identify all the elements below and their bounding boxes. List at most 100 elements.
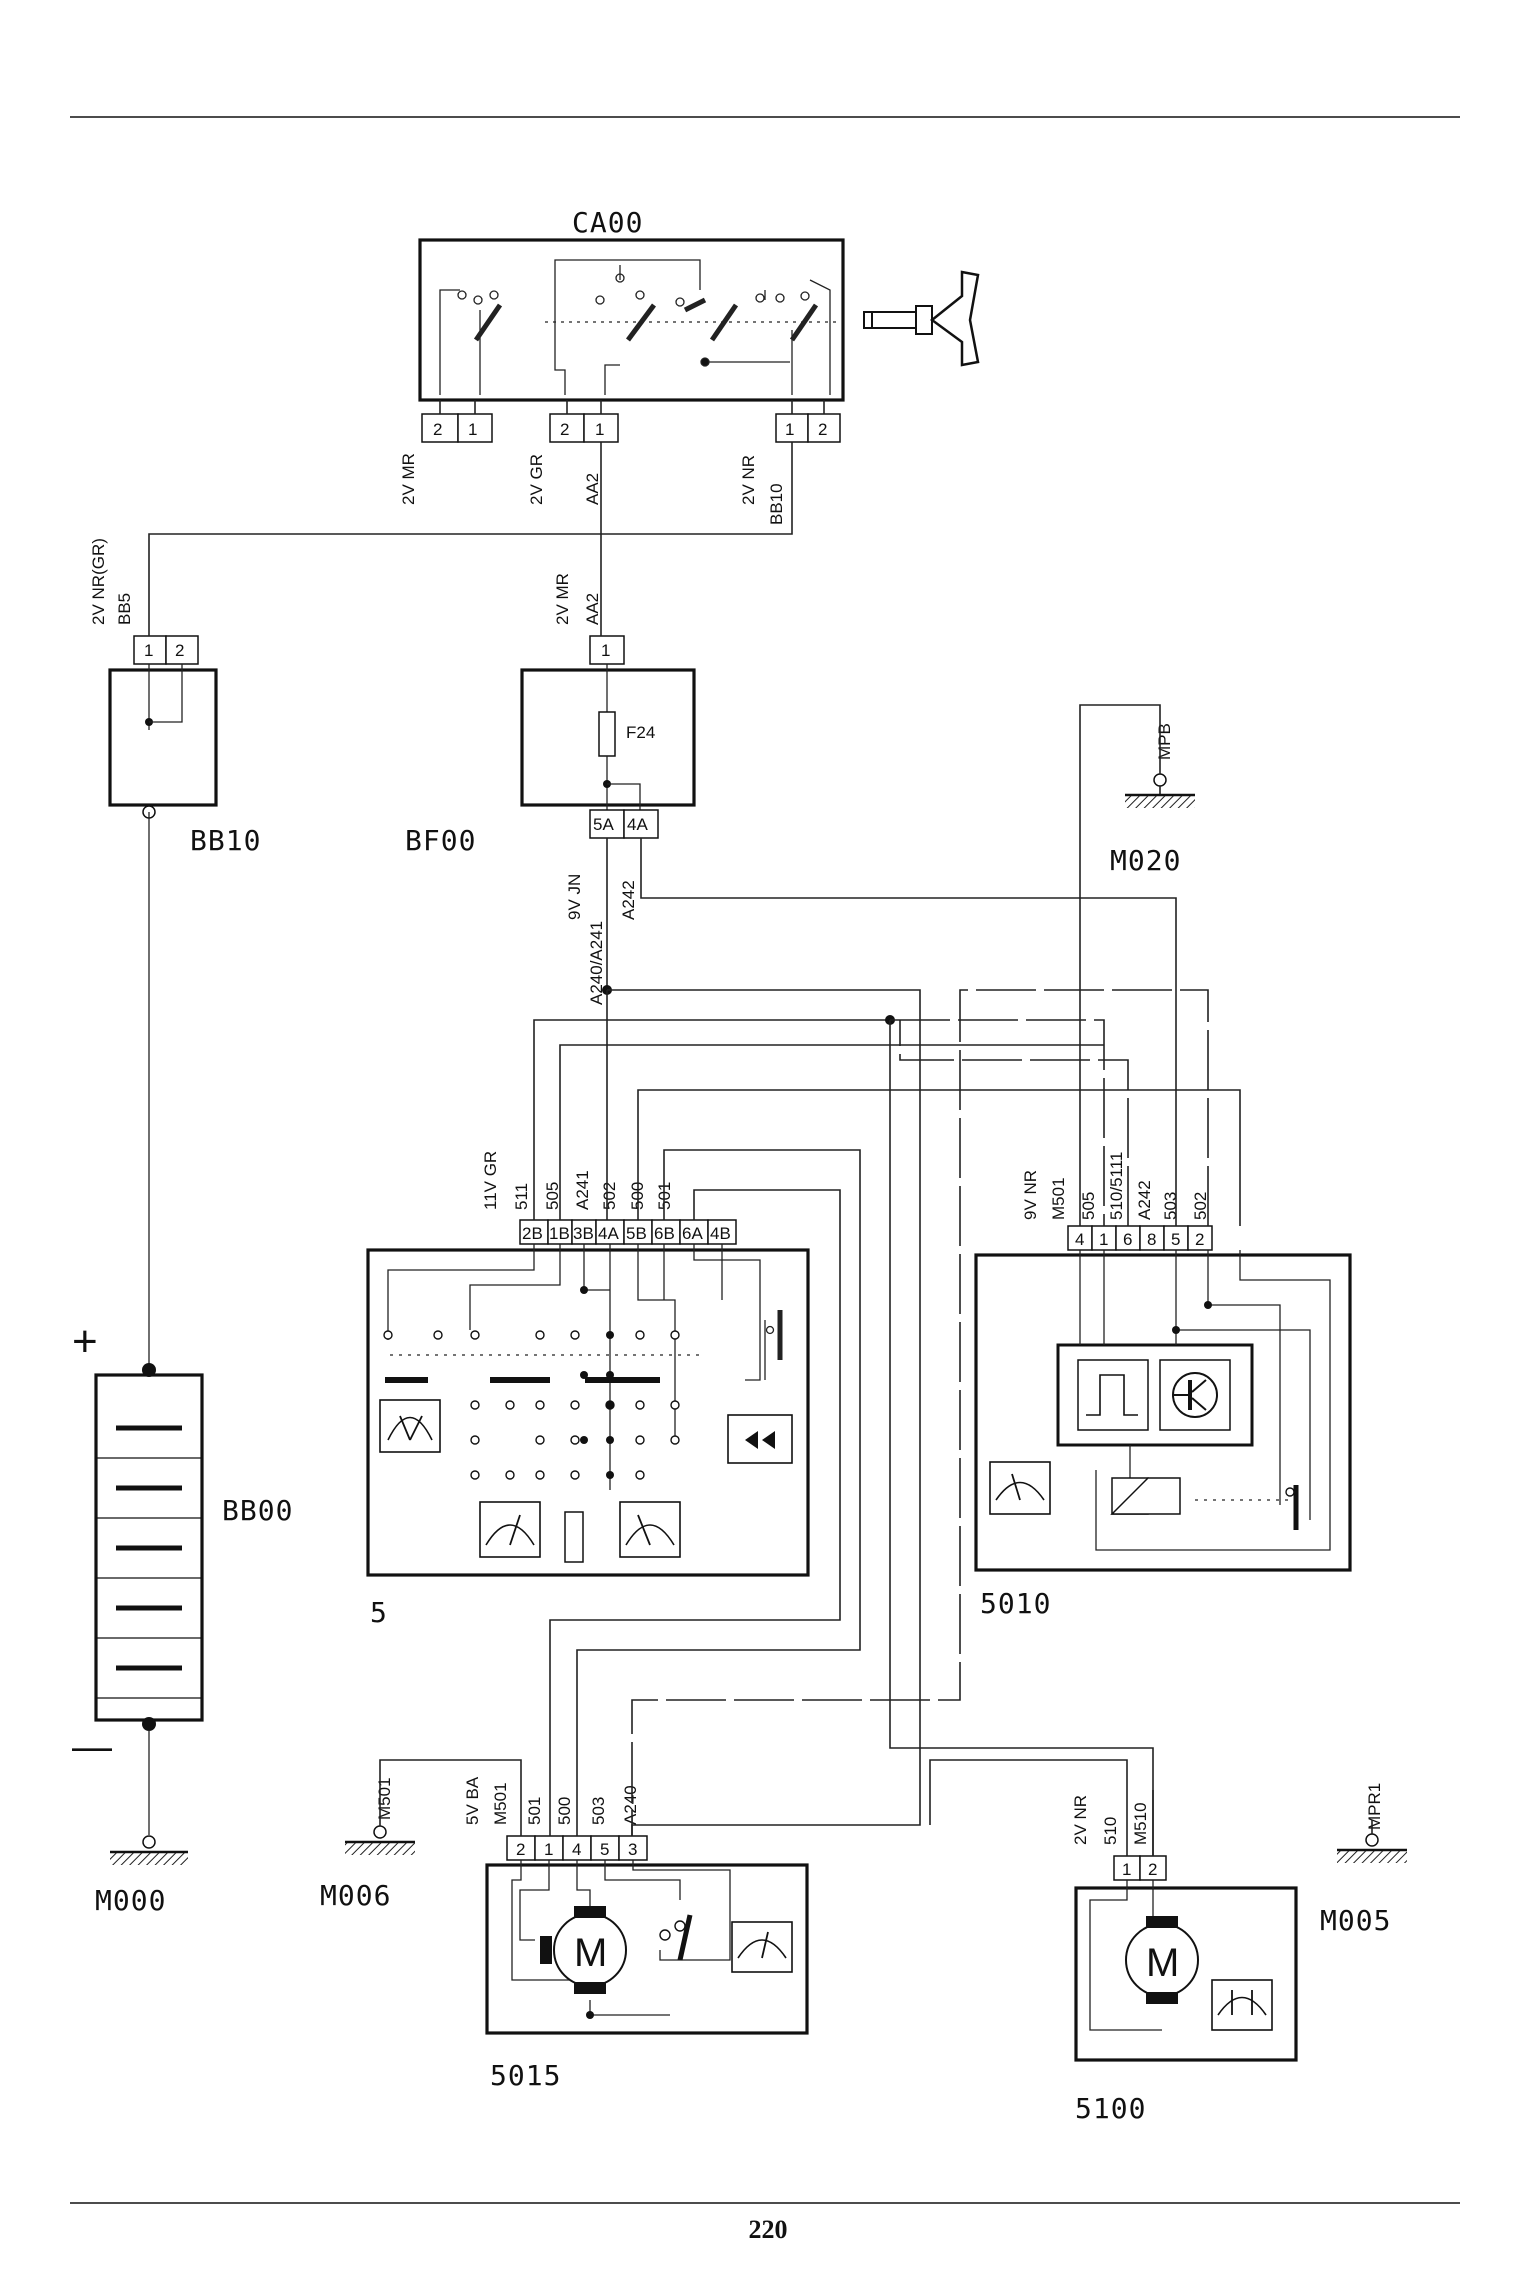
label-m5010_connector-wire-1: M501 [1049, 1177, 1068, 1220]
label-m5010_connector-wire-0: 9V NR [1021, 1170, 1040, 1220]
windscreen-wiper-icon [379, 1399, 441, 1453]
label-m5015_connector-wire-3: 500 [555, 1797, 574, 1825]
label-m005_wire: MPR1 [1365, 1783, 1384, 1830]
label-module5_connector-pins-7: 4B [710, 1224, 731, 1243]
label-m5015_connector-pins-0: 2 [516, 1840, 525, 1859]
label-m020_wire: MPB [1155, 723, 1174, 760]
module-5010-relay: 4 1 6 8 5 2 9V NR M501 505 510/5111 A242… [974, 1152, 1352, 1620]
bb10-label: BB10 [190, 824, 261, 857]
label-m5010_connector-wire-4: A242 [1135, 1180, 1154, 1220]
interconnect-wires [148, 442, 1373, 1856]
bf00-label: BF00 [405, 824, 476, 857]
wiper-icon-5010 [989, 1461, 1051, 1515]
wiper-icon-5100 [1211, 1979, 1273, 2031]
label-m5015_connector-wire-1: M501 [491, 1782, 510, 1825]
motor-5015-symbol: M [574, 1931, 607, 1975]
label-m5010_connector-pins-1: 1 [1099, 1230, 1108, 1249]
label-ca00_connectors-mid-pins-0: 2 [560, 420, 569, 439]
bb10-junction: 1 2 BB10 2V NR(GR) BB5 [89, 538, 261, 857]
label-module5_connector-wire-0: 11V GR [481, 1151, 500, 1210]
m006-ground: M006 M501 [320, 1777, 415, 1912]
label-m5015_connector-wire-2: 501 [525, 1797, 544, 1825]
label-bf00_connector_bottom-wire-0: 9V JN [565, 874, 584, 920]
label-components-fuse: F24 [626, 723, 655, 742]
label-m5015_connector-wire-0: 5V BA [463, 1776, 482, 1825]
battery-minus-label: — [72, 1725, 112, 1769]
m000-label: M000 [95, 1884, 166, 1917]
wiper-icon-5015 [731, 1921, 793, 1973]
bf00-fuse-box: 1 F24 5A 4A BF00 2V MR AA2 9V JN A240/A2… [405, 573, 696, 1005]
label-ca00_connectors-mid-wire-0: 2V GR [527, 454, 546, 505]
ca00-ignition-switch: CA00 [399, 206, 980, 525]
module-5015-wiper-motor: 2 1 4 5 3 5V BA M501 501 500 503 A240 M … [463, 1776, 809, 2092]
label-module5_connector-pins-0: 2B [522, 1224, 543, 1243]
label-ca00_connectors-right-wire-1: BB10 [767, 483, 786, 525]
label-bf00_connector_bottom-wire-2: A242 [619, 880, 638, 920]
motor-5100-symbol: M [1146, 1941, 1179, 1985]
label-ca00_connectors-left-pins-1: 1 [468, 420, 477, 439]
m5010-label: 5010 [980, 1587, 1051, 1620]
label-m5010_connector-pins-2: 6 [1123, 1230, 1132, 1249]
label-module5_connector-pins-2: 3B [573, 1224, 594, 1243]
label-m5100_connector-pins-1: 2 [1148, 1860, 1157, 1879]
label-module5_connector-pins-1: 1B [549, 1224, 570, 1243]
label-ca00_connectors-left-pins-0: 2 [433, 420, 442, 439]
label-bf00_connector_top-wire-0: 2V MR [553, 573, 572, 625]
module-5100-rear-wiper-motor: 1 2 2V NR 510 M510 M 5100 [1071, 1795, 1298, 2125]
label-bf00_connector_top-wire-1: AA2 [583, 593, 602, 625]
label-bf00_connector_bottom-pins-0: 5A [593, 815, 614, 834]
label-m5015_connector-wire-4: 503 [589, 1797, 608, 1825]
module-5-wiper-control: 2B 1B 3B 4A 5B 6B 6A 4B 11V GR 511 505 A… [366, 1151, 810, 1629]
label-m5010_connector-pins-5: 2 [1195, 1230, 1204, 1249]
label-ca00_connectors-right-pins-0: 1 [785, 420, 794, 439]
label-m5100_connector-wire-0: 2V NR [1071, 1795, 1090, 1845]
label-m5010_connector-wire-2: 505 [1079, 1192, 1098, 1220]
label-bf00_connector_bottom-pins-1: 4A [627, 815, 648, 834]
rear-wiper-icon [479, 1501, 541, 1558]
label-bb10_connector-pins-0: 1 [144, 641, 153, 660]
label-module5_connector-wire-3: A241 [573, 1170, 592, 1210]
label-module5_connector-pins-3: 4A [598, 1224, 619, 1243]
ignition-key-icon [863, 270, 980, 367]
label-m5010_connector-pins-4: 5 [1171, 1230, 1180, 1249]
label-m5100_connector-wire-2: M510 [1131, 1802, 1150, 1845]
label-ca00_connectors-mid-pins-1: 1 [595, 420, 604, 439]
label-m5015_connector-pins-1: 1 [544, 1840, 553, 1859]
ca00-label: CA00 [572, 206, 643, 239]
label-ca00_connectors-right-wire-0: 2V NR [739, 455, 758, 505]
label-m5015_connector-pins-2: 4 [572, 1840, 581, 1859]
module-5-label: 5 [370, 1596, 388, 1629]
battery-plus-label: + [72, 1317, 98, 1366]
label-m5100_connector-wire-1: 510 [1101, 1817, 1120, 1845]
label-module5_connector-pins-5: 6B [654, 1224, 675, 1243]
bb00-label: BB00 [222, 1494, 293, 1527]
label-ca00_connectors-left-wire-0: 2V MR [399, 453, 418, 505]
m005-ground: M005 MPR1 [1320, 1783, 1407, 1937]
label-m5010_connector-wire-5: 503 [1161, 1192, 1180, 1220]
module5-connector: 2B 1B 3B 4A 5B 6B 6A 4B [519, 1219, 737, 1245]
label-m5010_connector-pins-0: 4 [1075, 1230, 1084, 1249]
label-bf00_connector_top-pins-0: 1 [601, 641, 610, 660]
m005-label: M005 [1320, 1904, 1391, 1937]
page-number: 220 [748, 2215, 788, 2244]
label-module5_connector-pins-6: 6A [682, 1224, 703, 1243]
intermittent-arrows-icon [727, 1414, 793, 1464]
label-bb10_connector-wire-0: 2V NR(GR) [89, 538, 108, 625]
label-bb10_connector-wire-1: BB5 [115, 593, 134, 625]
m000-ground: M000 [95, 1835, 188, 1917]
label-m5100_connector-pins-0: 1 [1122, 1860, 1131, 1879]
label-module5_connector-wire-2: 505 [543, 1182, 562, 1210]
bb00-battery: + — BB00 [72, 812, 293, 1835]
m5100-label: 5100 [1075, 2092, 1146, 2125]
washer-wiper-icon [619, 1501, 681, 1558]
label-m5010_connector-pins-3: 8 [1147, 1230, 1156, 1249]
label-m5015_connector-pins-4: 3 [628, 1840, 637, 1859]
label-m006_wire: M501 [375, 1777, 394, 1820]
label-module5_connector-pins-4: 5B [626, 1224, 647, 1243]
m006-label: M006 [320, 1879, 391, 1912]
label-m5010_connector-wire-3: 510/5111 [1107, 1152, 1126, 1220]
label-ca00_connectors-mid-wire-1: AA2 [583, 473, 602, 505]
m020-ground: M020 MPB [1110, 723, 1195, 877]
label-ca00_connectors-right-pins-1: 2 [818, 420, 827, 439]
